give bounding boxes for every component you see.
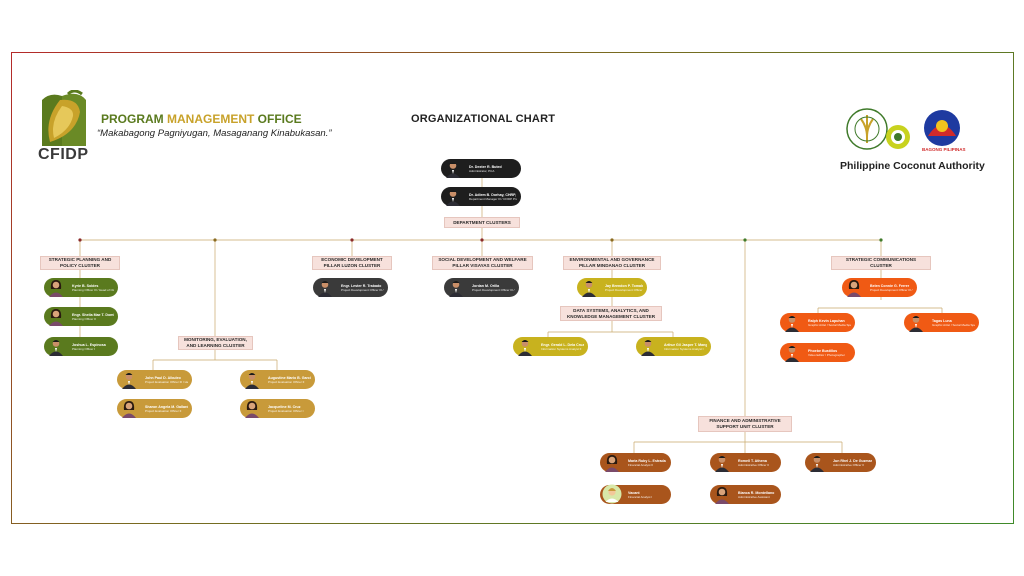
person-photo-icon bbox=[46, 306, 66, 326]
person-role: Department Manager III / CFIDP Program D… bbox=[469, 197, 517, 201]
person-photo-icon bbox=[515, 336, 535, 356]
person-photo-icon bbox=[119, 369, 139, 389]
person-photo-icon bbox=[242, 369, 262, 389]
person-role: Planning Officer I bbox=[72, 347, 114, 351]
person-role: Video Editor / Photographer bbox=[808, 353, 851, 357]
person-photo-icon bbox=[46, 277, 66, 297]
cluster-monitoring-evaluation: MONITORING, EVALUATION, AND LEARNING CLU… bbox=[178, 336, 253, 350]
person-role: Administrative Assistant bbox=[738, 495, 777, 499]
cluster-economic-development: ECONOMIC DEVELOPMENT PILLAR LUZON CLUSTE… bbox=[312, 256, 392, 270]
person-role: Project Evaluation Officer I bbox=[268, 409, 311, 413]
person-role: Project Evaluation Officer II bbox=[268, 380, 311, 384]
person-photo-icon bbox=[242, 398, 262, 418]
person-role: Project Development Officer III / Head o… bbox=[870, 288, 913, 292]
person-role: Planning Officer III / Head of Cluster bbox=[72, 288, 114, 292]
person-role: Planning Officer II bbox=[72, 317, 114, 321]
person-role: Administrative Officer II bbox=[833, 463, 872, 467]
person-photo-icon bbox=[782, 342, 802, 362]
person-photo-icon bbox=[712, 484, 732, 504]
person-role: Project Evaluation Officer II bbox=[145, 409, 188, 413]
cluster-data-systems: DATA SYSTEMS, ANALYTICS, AND KNOWLEDGE M… bbox=[560, 306, 662, 321]
person-photo-icon bbox=[443, 158, 463, 178]
person-role: Administrator, PCA bbox=[469, 169, 517, 173]
person-role: Project Development Officer III / Head o… bbox=[341, 288, 384, 292]
cluster-environmental-governance: ENVIRONMENTAL AND GOVERNANCE PILLAR MIND… bbox=[563, 256, 661, 270]
person-photo-icon bbox=[579, 277, 599, 297]
placeholder-avatar-icon bbox=[602, 484, 622, 504]
person-photo-icon bbox=[712, 452, 732, 472]
person-role: Project Development Officer III / Head o… bbox=[472, 288, 515, 292]
person-photo-icon bbox=[844, 277, 864, 297]
person-role: Financial Analyst I bbox=[628, 495, 667, 499]
person-role: Information Systems Analyst I bbox=[664, 347, 707, 351]
person-photo-icon bbox=[807, 452, 827, 472]
person-photo-icon bbox=[782, 312, 802, 332]
person-photo-icon bbox=[119, 398, 139, 418]
person-photo-icon bbox=[602, 452, 622, 472]
person-photo-icon bbox=[315, 277, 335, 297]
cluster-strategic-communications: STRATEGIC COMMUNICATIONS CLUSTER bbox=[831, 256, 931, 270]
person-photo-icon bbox=[446, 277, 466, 297]
person-role: Graphic Artist / Social Media Specialist bbox=[808, 323, 851, 327]
person-photo-icon bbox=[443, 186, 463, 206]
cluster-department: DEPARTMENT CLUSTERS bbox=[444, 217, 520, 228]
person-photo-icon bbox=[46, 336, 66, 356]
person-role: Financial Analyst II bbox=[628, 463, 667, 467]
person-role: Administrative Officer II bbox=[738, 463, 777, 467]
cluster-strategic-planning: STRATEGIC PLANNING AND POLICY CLUSTER bbox=[40, 256, 120, 270]
cluster-finance-admin: FINANCE AND ADMINISTRATIVE SUPPORT UNIT … bbox=[698, 416, 792, 432]
person-photo-icon bbox=[638, 336, 658, 356]
person-role: Project Development Officer III / Head o… bbox=[605, 288, 643, 292]
cluster-social-development: SOCIAL DEVELOPMENT AND WELFARE PILLAR VI… bbox=[432, 256, 533, 270]
person-role: Graphic Artist / Social Media Specialist bbox=[932, 323, 975, 327]
person-photo-icon bbox=[906, 312, 926, 332]
person-role: Project Evaluation Officer III / Head of… bbox=[145, 380, 188, 384]
person-role: Information Systems Analyst II bbox=[541, 347, 584, 351]
